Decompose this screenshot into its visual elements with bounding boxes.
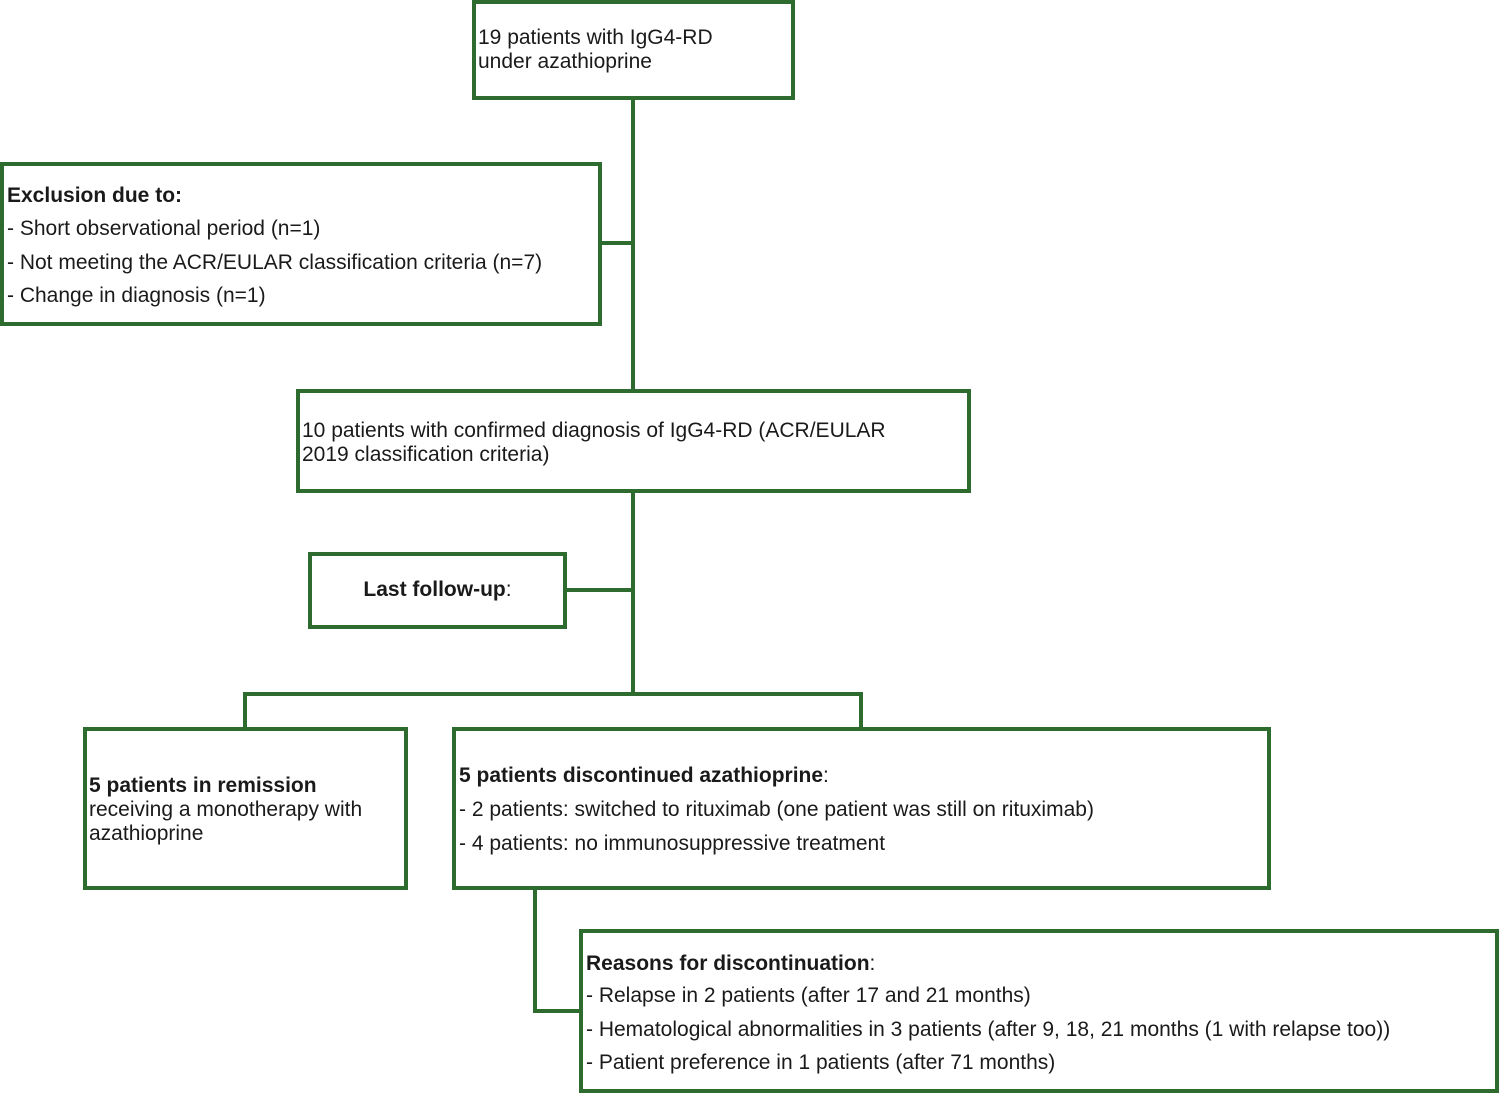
connector-discontinued-down <box>533 886 537 1013</box>
confirmed-line-1: 10 patients with confirmed diagnosis of … <box>302 419 886 442</box>
exclusion-item-text: Not meeting the ACR/EULAR classification… <box>19 250 543 274</box>
connector-confirmed-to-split <box>631 490 635 695</box>
exclusion-item-text: Change in diagnosis (n=1) <box>19 284 266 307</box>
connector-to-remission <box>243 692 247 730</box>
reasons-item: - Hematological abnormalities in 3 patie… <box>586 1013 1495 1047</box>
exclusion-item: - Change in diagnosis (n=1) <box>7 279 598 313</box>
reasons-item: - Relapse in 2 patients (after 17 and 21… <box>586 979 1495 1013</box>
bullet-dash: - <box>586 1017 599 1041</box>
remission-line-3: azathioprine <box>89 822 204 845</box>
connector-to-discontinued <box>859 692 863 730</box>
reasons-colon: : <box>869 952 876 975</box>
discontinued-heading: 5 patients discontinued azathioprine <box>459 764 824 787</box>
discontinued-heading-line: 5 patients discontinued azathioprine: <box>459 764 1267 788</box>
remission-heading: 5 patients in remission <box>89 774 317 797</box>
start-box-line-2: under azathioprine <box>478 50 652 73</box>
exclusion-item-text: Short observational period (n=1) <box>19 217 321 240</box>
discontinued-item: - 4 patients: no immunosuppressive treat… <box>459 827 1267 861</box>
reasons-item-text: Relapse in 2 patients (after 17 and 21 m… <box>598 984 1031 1007</box>
connector-start-to-confirmed <box>631 97 635 392</box>
bullet-dash: - <box>7 250 20 274</box>
start-box: 19 patients with IgG4-RD under azathiopr… <box>472 0 795 100</box>
connector-split-horizontal <box>243 692 863 696</box>
exclusion-item: - Short observational period (n=1) <box>7 212 598 246</box>
followup-label: Last follow-up <box>363 578 506 601</box>
confirmed-line-2: 2019 classification criteria) <box>302 443 550 466</box>
discontinued-colon: : <box>823 764 829 787</box>
bullet-dash: - <box>586 984 599 1007</box>
connector-exclusion-branch <box>599 241 633 245</box>
followup-colon: : <box>505 578 512 601</box>
remission-box: 5 patients in remission receiving a mono… <box>83 727 408 890</box>
discontinued-item-text: 4 patients: no immunosuppressive treatme… <box>471 831 886 855</box>
reasons-heading: Reasons for discontinuation <box>586 952 870 975</box>
exclusion-box: Exclusion due to: - Short observational … <box>0 162 602 326</box>
remission-line-2: receiving a monotherapy with <box>89 798 363 821</box>
confirmed-diagnosis-box: 10 patients with confirmed diagnosis of … <box>296 389 971 493</box>
reasons-heading-line: Reasons for discontinuation: <box>586 949 1495 979</box>
discontinued-item: - 2 patients: switched to rituximab (one… <box>459 793 1267 827</box>
exclusion-item: - Not meeting the ACR/EULAR classificati… <box>7 246 598 280</box>
last-followup-box: Last follow-up: <box>308 552 567 629</box>
reasons-item-text: Hematological abnormalities in 3 patient… <box>598 1017 1391 1041</box>
bullet-dash: - <box>7 284 20 307</box>
bullet-dash: - <box>586 1051 599 1074</box>
connector-followup-branch <box>564 588 633 592</box>
discontinued-box: 5 patients discontinued azathioprine: - … <box>452 727 1271 890</box>
bullet-dash: - <box>459 798 472 821</box>
followup-label-line: Last follow-up: <box>312 578 563 602</box>
reasons-box: Reasons for discontinuation: - Relapse i… <box>579 929 1499 1093</box>
connector-to-reasons <box>533 1009 583 1013</box>
start-box-line-1: 19 patients with IgG4-RD <box>478 26 713 49</box>
bullet-dash: - <box>7 217 20 240</box>
bullet-dash: - <box>459 831 472 855</box>
exclusion-heading: Exclusion due to: <box>7 184 183 207</box>
reasons-item: - Patient preference in 1 patients (afte… <box>586 1046 1495 1080</box>
reasons-item-text: Patient preference in 1 patients (after … <box>598 1051 1056 1074</box>
discontinued-item-text: 2 patients: switched to rituximab (one p… <box>471 798 1094 821</box>
